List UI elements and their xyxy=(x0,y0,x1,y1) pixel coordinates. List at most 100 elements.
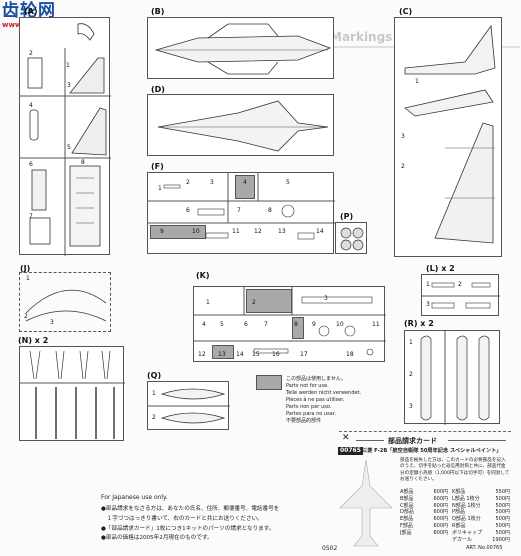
part-f-5: 5 xyxy=(286,179,290,186)
part-r-1: 1 xyxy=(409,339,413,346)
price-row: デカール 1900円 xyxy=(452,536,510,543)
order-card-title: 部品請求カード xyxy=(388,437,437,445)
part-k-6: 6 xyxy=(244,321,248,328)
price-row: K部品 550円 xyxy=(452,489,510,495)
unused-parts-swatch xyxy=(256,375,282,390)
sprue-l-drawing xyxy=(422,282,500,309)
sprue-j: 1 2 3 xyxy=(19,272,111,332)
part-k-8: 8 xyxy=(294,321,298,328)
part-f-6: 6 xyxy=(186,207,190,214)
price-row: R部品 500円 xyxy=(452,522,510,529)
part-j-2: 2 xyxy=(24,313,28,320)
sprue-a: 1 2 3 4 5 6 7 8 xyxy=(19,17,111,256)
section-label-q: (Q) xyxy=(147,371,162,380)
sprue-f: 1 2 3 4 5 6 7 8 9 10 11 12 13 14 xyxy=(147,172,335,254)
site-logo-text: 齿轮网 xyxy=(2,1,56,21)
part-k-12: 12 xyxy=(198,351,206,358)
product-name: 三菱 F-2B「航空自衛隊 50周年記念 スペシャルペイント」 xyxy=(362,448,502,454)
sprue-a-drawing xyxy=(20,23,111,256)
sprue-p xyxy=(335,222,367,254)
section-label-j: (J) xyxy=(20,264,31,273)
japanese-note-body: ●部品請求をなさる方は、あなたの氏名、住所、郵便番号、電話番号を １字づつはっき… xyxy=(101,505,279,544)
sprue-q: 1 2 xyxy=(147,381,230,430)
part-l-3: 3 xyxy=(426,301,430,308)
canopy-drawing xyxy=(25,289,107,322)
product-code-badge: 00765 xyxy=(338,447,363,455)
part-f-11: 11 xyxy=(232,228,240,235)
order-card-box xyxy=(338,456,394,552)
part-l-2: 2 xyxy=(458,281,462,288)
legend-line-en: Parts not for use. xyxy=(286,383,329,389)
part-k-3: 3 xyxy=(324,295,328,302)
sprue-k-drawing xyxy=(194,287,386,356)
price-row: ポリキャップ 500円 xyxy=(452,529,510,536)
section-label-l: (L) x 2 xyxy=(426,264,455,273)
legend-line-cn: 不要部品的部件 xyxy=(286,418,322,424)
order-card-title-rule-left xyxy=(356,440,384,441)
part-k-11: 11 xyxy=(372,321,380,328)
sprue-f-drawing xyxy=(148,173,335,240)
note-line: ●部品請求をなさる方は、あなたの氏名、住所、郵便番号、電話番号を xyxy=(101,506,280,512)
part-a-2: 2 xyxy=(29,50,33,57)
part-k-17: 17 xyxy=(300,351,308,358)
part-f-7: 7 xyxy=(237,207,241,214)
part-k-15: 15 xyxy=(252,351,260,358)
part-a-7: 7 xyxy=(29,213,33,220)
part-f-3: 3 xyxy=(210,179,214,186)
cut-line-top xyxy=(339,431,511,432)
part-f-10: 10 xyxy=(192,228,200,235)
part-k-16: 16 xyxy=(272,351,280,358)
part-r-2: 2 xyxy=(409,371,413,378)
part-k-13: 13 xyxy=(218,351,226,358)
unused-part-f-4 xyxy=(235,175,255,199)
sprue-r-drawing xyxy=(420,331,490,425)
sprue-l: 1 2 3 xyxy=(421,274,500,316)
sprue-k: 1 2 3 4 5 6 7 8 9 10 11 12 13 14 15 16 1… xyxy=(193,286,386,362)
sprue-n-missile-drawing xyxy=(20,350,125,439)
sprue-c-drawing xyxy=(404,24,496,244)
part-a-8: 8 xyxy=(81,159,85,166)
note-line: ●「部品請求カード」1枚につき1キットのパーツの請求となります。 xyxy=(101,525,275,532)
part-k-10: 10 xyxy=(336,321,344,328)
section-label-a: (A) xyxy=(24,7,38,16)
part-f-12: 12 xyxy=(254,228,262,235)
section-label-k: (K) xyxy=(196,271,210,280)
part-f-13: 13 xyxy=(278,228,286,235)
part-k-18: 18 xyxy=(346,351,354,358)
note-line: １字づつはっきり書いて、右のカードと共にお送りください。 xyxy=(101,515,263,522)
legend-line-it: Parts non per uso. xyxy=(286,404,332,410)
art-number: ART. No.00765 xyxy=(466,545,503,551)
part-f-14: 14 xyxy=(316,228,324,235)
section-label-b: (B) xyxy=(151,7,165,16)
unused-part-f-9 xyxy=(150,225,206,239)
part-q-1: 1 xyxy=(152,390,156,397)
aircraft-silhouette xyxy=(339,459,393,547)
part-k-2: 2 xyxy=(252,299,256,306)
part-k-9: 9 xyxy=(312,321,316,328)
part-f-9: 9 xyxy=(160,228,164,235)
section-label-d: (D) xyxy=(151,85,165,94)
order-card-title-rule-right xyxy=(448,440,506,441)
part-k-4: 4 xyxy=(202,321,206,328)
sprue-d xyxy=(147,94,334,156)
footer-print-code: 0502 xyxy=(322,545,338,552)
sprue-r: 1 2 3 xyxy=(404,330,500,425)
polycap-drawing xyxy=(340,227,364,251)
part-k-5: 5 xyxy=(220,321,224,328)
section-label-n: (N) x 2 xyxy=(18,336,49,345)
unused-part-k-8 xyxy=(292,317,304,339)
part-f-1: 1 xyxy=(158,185,162,192)
part-q-2: 2 xyxy=(152,414,156,421)
legend-line-fr: Pièces à ne pas utiliser. xyxy=(286,397,345,403)
section-label-p: (P) xyxy=(340,212,354,221)
part-l-1: 1 xyxy=(426,281,430,288)
